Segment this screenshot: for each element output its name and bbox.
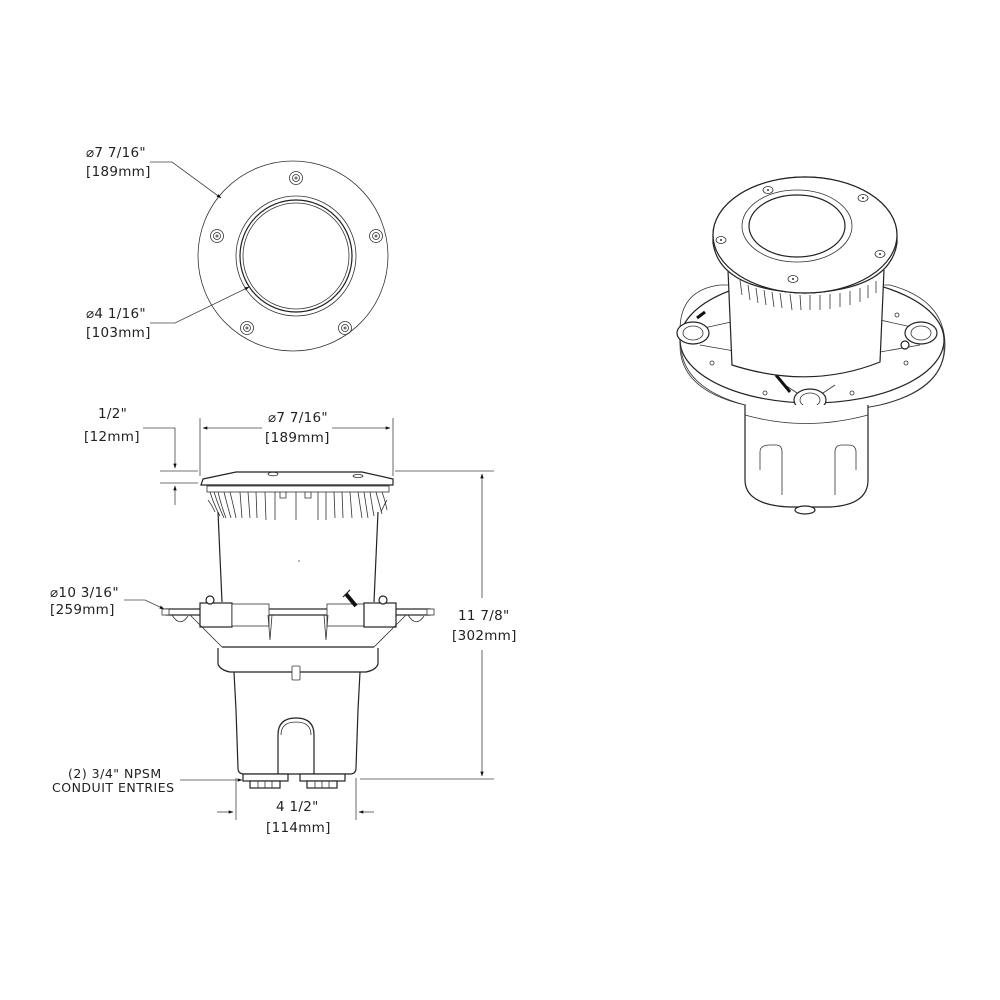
trim-dia-mm: [189mm] xyxy=(265,430,330,446)
overall-height-inch: 11 7/8" xyxy=(458,608,510,624)
bolt-hole-icon xyxy=(369,229,383,243)
base-width-inch: 4 1/2" xyxy=(276,799,319,815)
bolt-hole-icon xyxy=(289,171,303,185)
dimension-lines xyxy=(124,418,494,820)
dimension-labels: ⌀7 7/16" [189mm] ⌀4 1/16" [103mm] 1/2" [… xyxy=(50,145,517,836)
base-width-mm: [114mm] xyxy=(266,820,331,836)
overall-height-mm: [302mm] xyxy=(452,628,517,644)
trim-thickness-mm: [12mm] xyxy=(84,429,140,445)
lens-dia-inch: ⌀4 1/16" xyxy=(86,306,146,322)
trim-thickness-inch: 1/2" xyxy=(98,406,127,422)
trim-dia-inch: ⌀7 7/16" xyxy=(268,410,328,426)
top-outer-dia-inch: ⌀7 7/16" xyxy=(86,145,146,161)
conduit-note-line1: (2) 3/4" NPSM xyxy=(68,766,162,781)
bolt-hole-icon xyxy=(338,321,352,335)
plate-dia-inch: ⌀10 3/16" xyxy=(50,585,119,601)
heat-sink-fins xyxy=(739,279,877,311)
conduit-note-line2: CONDUIT ENTRIES xyxy=(52,780,175,795)
lens-dia-mm: [103mm] xyxy=(86,325,151,341)
heat-sink-fins xyxy=(207,491,388,521)
isometric-view xyxy=(676,176,946,515)
side-view xyxy=(161,471,435,789)
top-view xyxy=(150,160,389,352)
plate-dia-mm: [259mm] xyxy=(50,602,115,618)
bolt-hole-icon xyxy=(240,321,254,335)
top-outer-dia-mm: [189mm] xyxy=(86,164,151,180)
bolt-hole-icon xyxy=(210,229,224,243)
